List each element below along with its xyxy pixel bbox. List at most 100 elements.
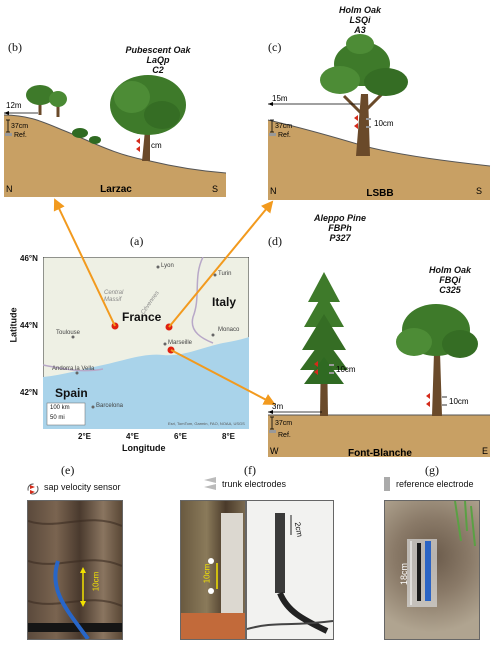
- tree-code: FBPh: [328, 223, 352, 233]
- arrow-to-c: [168, 200, 274, 328]
- trunk-electrode-photo-2: 2cm: [246, 500, 334, 640]
- tree-code: LaQp: [146, 55, 170, 65]
- map-attribution: Esri, TomTom, Garmin, FAO, NOAA, USGS: [168, 421, 245, 426]
- shrub: [72, 128, 88, 138]
- city-label: Lyon: [161, 263, 174, 269]
- panel-d-diagram: 10cm 10cm 3m 37cm Ref. W E Font-Blanche: [268, 272, 490, 459]
- map-xlabel: Longitude: [122, 443, 166, 453]
- photo-measure: 18cm: [399, 562, 410, 586]
- distance-label: 3m: [272, 402, 283, 411]
- country-label: Italy: [212, 295, 237, 309]
- sensor-distance: cm: [151, 141, 162, 150]
- trunk-electrode-icon: [204, 477, 216, 490]
- tree-name: Holm Oak: [338, 5, 381, 15]
- depth-label: 37cm: [275, 420, 292, 427]
- sap-sensor-photo: 10cm: [27, 500, 123, 640]
- tree-id: C2: [152, 65, 164, 75]
- country-label: France: [122, 310, 162, 324]
- map-canvas: [43, 257, 249, 429]
- panel-b-label: (b): [8, 40, 22, 54]
- panel-d-tree1-caption: Aleppo Pine FBPh P327: [300, 213, 380, 243]
- country-label: Spain: [55, 386, 88, 400]
- ref-label: Ref.: [278, 432, 291, 439]
- panel-b-diagram: cm 12m 37cm Ref. N S Larzac: [3, 75, 227, 197]
- panel-d-tree2-caption: Holm Oak FBQi C325: [410, 265, 490, 295]
- panel-g-legend: reference electrode: [396, 479, 474, 489]
- sensor-distance: 10cm: [336, 365, 356, 374]
- site-label: LSBB: [366, 188, 393, 199]
- panel-c-label: (c): [268, 40, 282, 54]
- sensor-icon: [426, 393, 430, 407]
- tree-id: P327: [329, 233, 351, 243]
- aleppo-pine: [300, 272, 348, 416]
- border: [191, 257, 214, 344]
- lon-tick: 4°E: [126, 432, 139, 441]
- lon-tick: 8°E: [222, 432, 235, 441]
- reference-electrode-photo: 18cm: [384, 500, 480, 640]
- ground: [268, 415, 490, 457]
- panel-g-label: (g): [425, 463, 439, 477]
- panel-d-label: (d): [268, 234, 282, 248]
- city-label: Andorra la Vella: [52, 366, 95, 372]
- photo-measure: 10cm: [202, 563, 212, 584]
- sensor-icon: [354, 115, 358, 129]
- scale-km: 100 km: [50, 405, 70, 411]
- tree-code: FBQi: [439, 275, 461, 285]
- tree-name: Holm Oak: [428, 265, 471, 275]
- arrow-to-d: [170, 349, 276, 405]
- city-label: Monaco: [218, 327, 240, 333]
- holm-oak: [320, 34, 408, 156]
- border: [43, 364, 104, 372]
- arrow-to-b: [53, 198, 116, 327]
- tree-name: Pubescent Oak: [125, 45, 191, 55]
- pubescent-oak: [110, 75, 186, 161]
- photo-measure: 10cm: [91, 571, 101, 592]
- panel-e-label: (e): [61, 463, 75, 477]
- reference-electrode-icon: [384, 477, 390, 491]
- dir-left: N: [6, 184, 13, 194]
- dir-right: E: [482, 446, 488, 456]
- sensor-icon: [136, 138, 140, 152]
- city-label: Toulouse: [56, 330, 81, 336]
- city-label: Turin: [218, 271, 232, 277]
- city-label: Marseille: [168, 340, 193, 346]
- dir-right: S: [476, 186, 482, 196]
- tree-name: Aleppo Pine: [313, 213, 366, 223]
- sensor-icon: [314, 361, 318, 375]
- lat-tick: 46°N: [20, 254, 38, 263]
- ref-label: Ref.: [278, 132, 291, 139]
- lon-tick: 6°E: [174, 432, 187, 441]
- dir-left: N: [270, 186, 277, 196]
- city-label: Barcelona: [96, 403, 124, 409]
- distance-label: 15m: [272, 94, 288, 103]
- small-tree: [49, 91, 67, 117]
- ref-label: Ref.: [14, 132, 27, 139]
- panel-e-legend: sap velocity sensor: [44, 482, 121, 492]
- tree-id: A3: [354, 25, 366, 35]
- depth-label: 37cm: [275, 123, 292, 130]
- panel-c-diagram: 10cm 15m 37cm Ref. N S LSBB: [267, 34, 491, 200]
- panel-f-label: (f): [244, 463, 256, 477]
- sensor-distance: 10cm: [449, 397, 469, 406]
- shrub: [89, 136, 101, 144]
- ground: [4, 115, 226, 197]
- lat-tick: 42°N: [20, 388, 38, 397]
- lat-tick: 44°N: [20, 321, 38, 330]
- panel-c-tree-caption: Holm Oak LSQi A3: [320, 5, 400, 35]
- dir-left: W: [270, 446, 279, 456]
- distance-label: 12m: [6, 101, 22, 110]
- ground: [268, 120, 490, 200]
- sensor-distance: 10cm: [374, 119, 394, 128]
- holm-oak: [396, 304, 478, 416]
- tree-id: C325: [439, 285, 461, 295]
- scale-mi: 50 mi: [50, 415, 65, 421]
- tree-code: LSQi: [349, 15, 371, 25]
- panel-a-label: (a): [130, 234, 144, 248]
- site-label: Larzac: [100, 184, 132, 195]
- small-tree: [26, 85, 54, 115]
- site-label: Font-Blanche: [348, 448, 412, 459]
- trunk-electrode-photo-1: 10cm: [180, 500, 246, 640]
- dir-right: S: [212, 184, 218, 194]
- sap-sensor-icon: [27, 483, 39, 495]
